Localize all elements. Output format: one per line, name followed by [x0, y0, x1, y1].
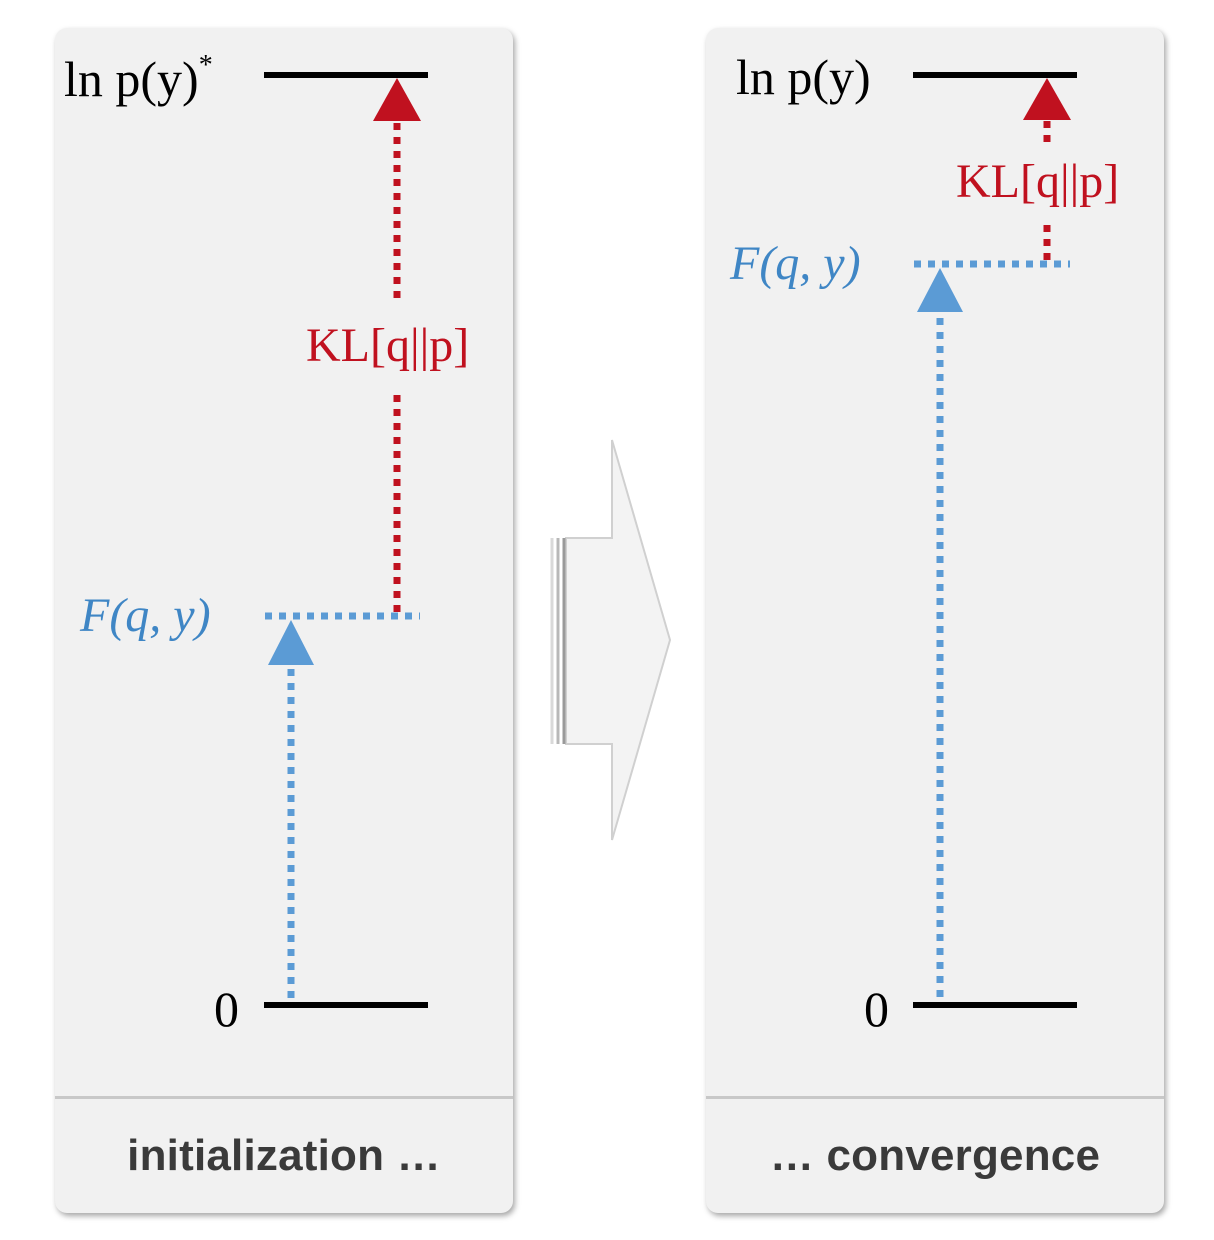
left-top-level-label-text: ln p(y)	[64, 51, 199, 107]
left-free-energy-label: F(q, y)	[80, 589, 211, 642]
transition-arrow	[550, 439, 672, 841]
left-zero-label: 0	[214, 981, 239, 1037]
panel-divider	[706, 1096, 1164, 1099]
left-top-level-label: ln p(y)*	[64, 50, 213, 107]
caption-initialization: initialization …	[127, 1131, 441, 1180]
right-zero-label: 0	[864, 981, 889, 1037]
left-kl-label: KL[q||p]	[306, 319, 470, 372]
left-top-level-label-sup: *	[198, 50, 213, 81]
right-free-energy-label: F(q, y)	[730, 237, 861, 290]
caption-convergence: … convergence	[769, 1131, 1101, 1180]
panel-divider	[55, 1096, 513, 1099]
panel-convergence: … convergence	[706, 28, 1164, 1213]
right-top-level-label: ln p(y)	[736, 49, 871, 105]
right-kl-label: KL[q||p]	[956, 155, 1120, 208]
